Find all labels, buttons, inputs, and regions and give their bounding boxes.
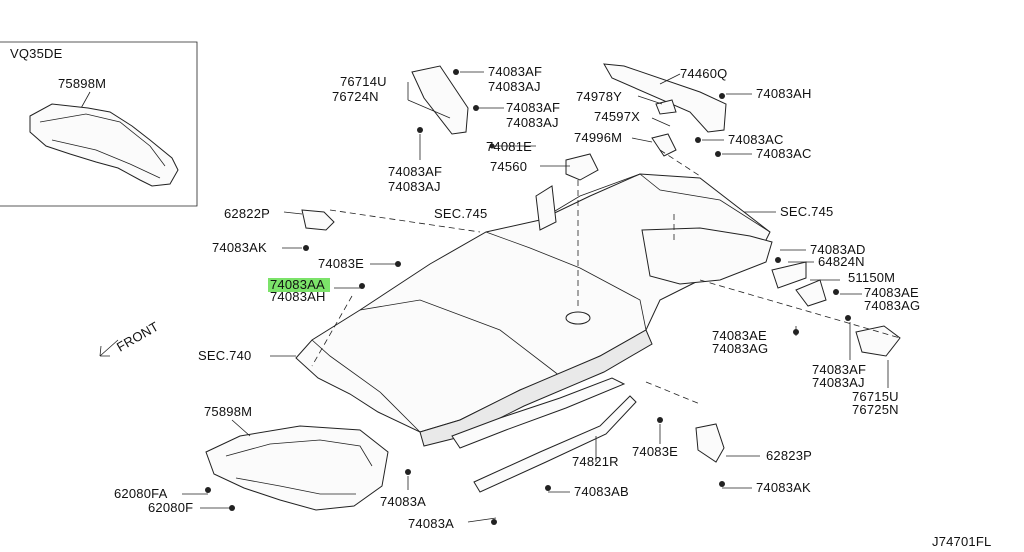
label-62822p[interactable]: 62822P (224, 206, 270, 221)
label-76714u[interactable]: 76714U (340, 74, 387, 89)
leader-lines (182, 71, 889, 523)
label-74083aj-2[interactable]: 74083AJ (506, 115, 559, 130)
label-74460q[interactable]: 74460Q (680, 66, 727, 81)
front-label: FRONT (114, 319, 161, 355)
diagram-id: J74701FL (932, 534, 991, 549)
label-74560[interactable]: 74560 (490, 159, 527, 174)
label-74083ag-right[interactable]: 74083AG (864, 298, 920, 313)
label-76725n[interactable]: 76725N (852, 402, 899, 417)
label-74083af-3[interactable]: 74083AF (388, 164, 442, 179)
label-64824n[interactable]: 64824N (818, 254, 865, 269)
dashed-guides (311, 149, 901, 405)
label-74083ac-1[interactable]: 74083AC (728, 132, 784, 147)
label-74083af-top[interactable]: 74083AF (488, 64, 542, 79)
floor-panel (295, 153, 773, 449)
label-62080fa[interactable]: 62080FA (114, 486, 168, 501)
label-74083aj-3[interactable]: 74083AJ (388, 179, 441, 194)
label-74083ah-right[interactable]: 74083AH (756, 86, 812, 101)
label-74083af-2[interactable]: 74083AF (506, 100, 560, 115)
label-74083ak-bottom[interactable]: 74083AK (756, 480, 811, 495)
label-74083ag-bottom[interactable]: 74083AG (712, 341, 768, 356)
side-rails (301, 63, 901, 493)
label-76715u[interactable]: 76715U (852, 389, 899, 404)
label-75898m[interactable]: 75898M (204, 404, 252, 419)
label-74083ah-left[interactable]: 74083AH (270, 289, 326, 304)
inset-panel: VQ35DE 75898M (0, 41, 198, 207)
label-74083e-left[interactable]: 74083E (318, 256, 364, 271)
part-labels: 76714U 76724N 74083AF 74083AJ 74083AF 74… (114, 64, 991, 549)
label-74083a-2[interactable]: 74083A (408, 516, 454, 531)
label-sec740[interactable]: SEC.740 (198, 348, 251, 363)
label-74083ak-left[interactable]: 74083AK (212, 240, 267, 255)
fasteners (205, 69, 851, 525)
label-74083aj-top[interactable]: 74083AJ (488, 79, 541, 94)
label-74821r[interactable]: 74821R (572, 454, 619, 469)
label-74083ae-bottom[interactable]: 74083AE (712, 328, 767, 343)
label-62823p[interactable]: 62823P (766, 448, 812, 463)
label-74083a-1[interactable]: 74083A (380, 494, 426, 509)
label-74083ad[interactable]: 74083AD (810, 242, 866, 257)
label-76724n[interactable]: 76724N (332, 89, 379, 104)
front-arrow: FRONT (99, 319, 161, 357)
inset-undercover-shape (29, 103, 179, 187)
label-74083ae-right[interactable]: 74083AE (864, 285, 919, 300)
label-74083aa[interactable]: 74083AA (270, 277, 325, 292)
label-74081e[interactable]: 74081E (486, 139, 532, 154)
label-74083aj-right[interactable]: 74083AJ (812, 375, 865, 390)
label-74978y[interactable]: 74978Y (576, 89, 622, 104)
label-sec745-b[interactable]: SEC.745 (780, 204, 833, 219)
label-74083af-right[interactable]: 74083AF (812, 362, 866, 377)
label-51150m[interactable]: 51150M (848, 270, 895, 285)
inset-engine-label: VQ35DE (10, 46, 63, 61)
front-undercover (205, 425, 389, 511)
inset-part-label: 75898M (58, 76, 106, 91)
label-sec745-a[interactable]: SEC.745 (434, 206, 487, 221)
label-74996m[interactable]: 74996M (574, 130, 622, 145)
label-74083e-bottom[interactable]: 74083E (632, 444, 678, 459)
label-62080f[interactable]: 62080F (148, 500, 193, 515)
label-74597x[interactable]: 74597X (594, 109, 640, 124)
label-74083ac-2[interactable]: 74083AC (756, 146, 812, 161)
label-74083ab[interactable]: 74083AB (574, 484, 629, 499)
highlight-74083aa (268, 278, 330, 292)
